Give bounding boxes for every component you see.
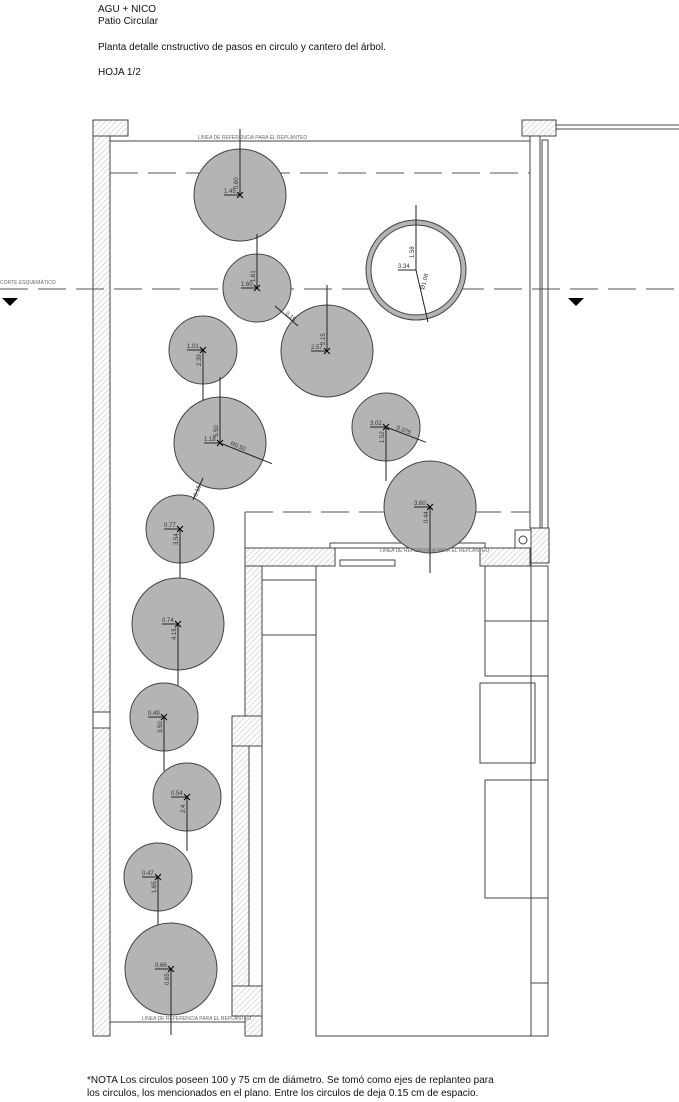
step-circle: 0.47 1.65 [123,842,193,931]
step-circle: 0.77 3.54 [145,494,215,583]
circle-radius-label: 0.375 [395,425,412,436]
circle-v-label: 0.60 [234,177,240,189]
center-mark-icon [323,347,331,355]
circle-h-label: 1.45 [224,189,236,195]
drawing-description: Planta detalle cnstructivo de pasos en c… [98,42,386,53]
tree-bed: 3.34 1.58 Ø1.08 [365,205,467,323]
center-mark-icon [426,503,434,511]
step-circle: 0.66 0.65 [124,922,218,1035]
circle-v-label: 1.61 [251,270,257,282]
cut-label: CORTE ESQUEMÁTICO [0,279,56,286]
radius-line [385,426,427,443]
circle-h-label: 0.74 [162,618,174,624]
center-mark-icon [236,191,244,199]
circle-v-label: 2.39 [197,354,203,366]
step-circle: 3.60 0.44 [383,460,477,573]
circle-h-label: 0.77 [164,523,176,529]
circle-h-label: 1.18 [204,437,216,443]
step-circle: 3.02 1.52 0.375 [351,392,427,481]
axis-lines [0,172,679,513]
circle-v-label: 2.15 [321,333,327,345]
radius-line [219,442,273,465]
step-circle: 1.601.61 [222,234,292,323]
center-mark-icon [253,284,261,292]
step-circle: 2.572.15 [280,285,374,398]
center-mark-icon [183,793,191,801]
circle-v-label: 2.4 [181,804,187,813]
center-mark-icon [154,873,162,881]
circle-v-label: 0.44 [424,511,430,523]
circle-h-label: 0.49 [148,711,160,717]
center-mark-icon [174,620,182,628]
center-mark-icon [160,713,168,721]
step-circles: 1.450.601.601.611.012.392.572.151.185.50… [123,129,477,1035]
center-mark-icon [167,965,175,973]
tree-bed-v-label: 1.58 [410,246,416,258]
gap-dimensions [192,305,299,501]
circle-h-label: 0.54 [171,791,183,797]
authors: AGU + NICO [98,4,157,15]
reference-line-label-bottom: LINEA DE REFERENCIA PARA EL REPLANTEO [142,1016,251,1022]
circle-v-label: 1.65 [152,881,158,893]
circle-h-label: 0.47 [142,871,154,877]
step-circle: 1.01 2.39 [168,315,238,404]
cut-marker-left-icon [2,298,18,306]
step-circle: 1.450.60 [193,129,287,242]
project-name: Patio Circular [98,16,159,27]
circle-h-label: 0.66 [155,963,167,969]
walls [92,119,679,1037]
circle-h-label: 1.01 [187,344,199,350]
center-mark-icon [199,346,207,354]
footnote: *NOTA Los circulos poseen 100 y 75 cm de… [87,1075,494,1099]
sheet-number: HOJA 1/2 [98,67,141,78]
step-circle: 0.74 4.15 [131,577,225,690]
circle-v-label: 3.50 [158,721,164,733]
circle-h-label: 3.60 [414,501,426,507]
center-mark-icon [176,525,184,533]
reference-line-label-middle: LINEA DE REFERENCIA PARA EL REPLANTEO [380,548,489,554]
circle-h-label: 3.02 [370,421,382,427]
step-circle: 0.49 3.50 [129,682,199,771]
step-circle: 0.54 2.4 [152,762,222,851]
circle-v-label: 1.52 [380,431,386,443]
gap-label-2: 0.15 [193,484,203,498]
reference-line-label-top: LINEA DE REFERENCIA PARA EL REPLANTEO [198,135,307,141]
circle-radius-label: R0.50 [229,441,247,453]
circle-v-label: 3.54 [174,533,180,545]
circle-h-label: 2.57 [311,345,323,351]
circle-v-label: 0.65 [165,973,171,985]
tree-bed-h-label: 3.34 [398,264,410,270]
circle-v-label: 5.50 [214,425,220,437]
circle-h-label: 1.60 [241,282,253,288]
cut-marker-right-icon [568,298,584,306]
tree-bed-radius-label: Ø1.08 [420,273,430,291]
circle-v-label: 4.15 [172,628,178,640]
